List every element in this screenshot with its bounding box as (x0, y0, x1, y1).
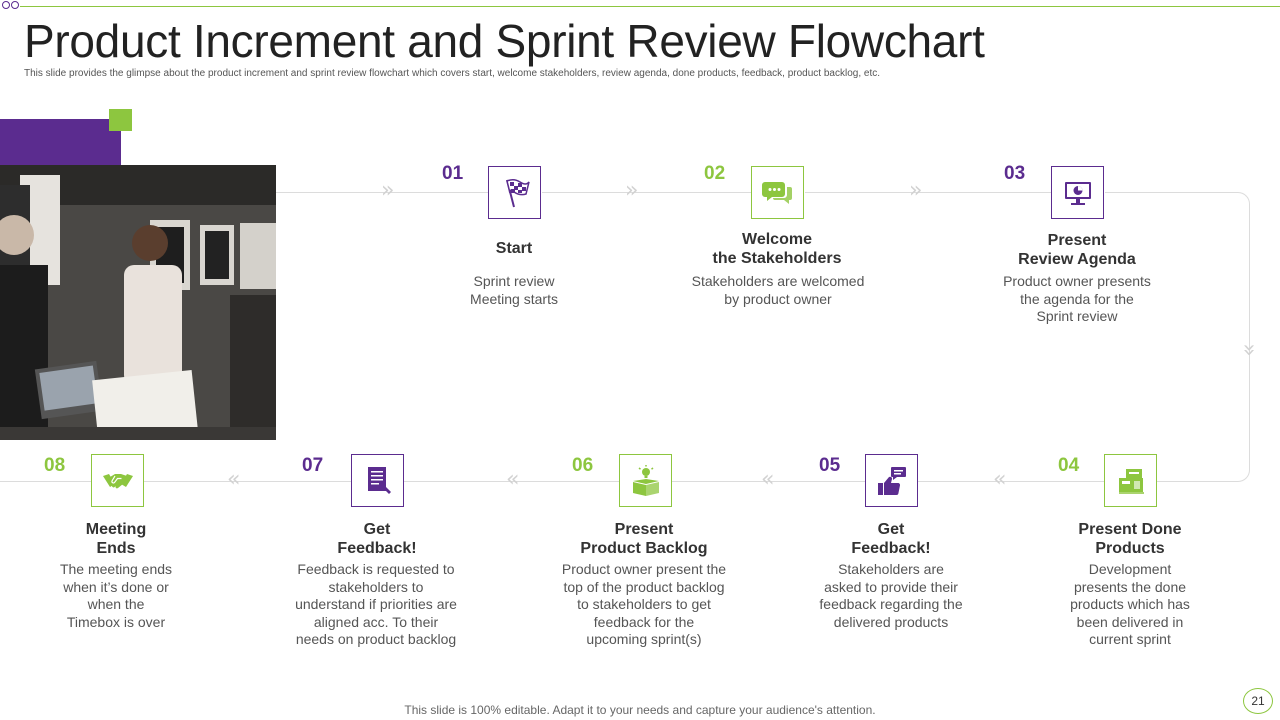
connector-line (918, 481, 1104, 482)
presentation-monitor-icon (1064, 181, 1091, 205)
chevron-left-icon: « (227, 467, 241, 492)
step-title: Present Done Products (1078, 521, 1182, 557)
purple-accent-block (0, 119, 121, 165)
step-icon-box (1051, 166, 1104, 219)
step-number: 03 (1004, 163, 1026, 184)
connector-line (671, 481, 865, 482)
page-number: 21 (1243, 688, 1273, 714)
slide-corner-dots (2, 1, 19, 9)
chevron-left-icon: « (506, 467, 520, 492)
chevron-down-icon: » (1236, 343, 1262, 357)
connector-line (276, 192, 488, 193)
thumbs-up-message-icon (877, 466, 906, 495)
step-icon-box (865, 454, 918, 507)
connector-line (805, 192, 1051, 193)
slide-title: Product Increment and Sprint Review Flow… (24, 15, 985, 67)
step-number: 02 (704, 163, 726, 184)
step-title: Present Review Agenda (1018, 232, 1136, 268)
step-description: Stakeholders are asked to provide their … (819, 561, 963, 630)
connector-line (0, 481, 91, 482)
step-description: Product owner presents the agenda for th… (1003, 273, 1151, 325)
step-number: 04 (1058, 455, 1080, 476)
step-icon-box (619, 454, 672, 507)
connector-line (404, 481, 619, 482)
connector-line (1157, 481, 1235, 482)
connector-line (144, 481, 351, 482)
step-icon-box (351, 454, 404, 507)
team-meeting-photo (0, 165, 276, 440)
checkered-flag-icon (505, 178, 530, 207)
step-number: 05 (819, 455, 841, 476)
step-icon-box (751, 166, 804, 219)
connector-line (542, 192, 751, 193)
step-description: Stakeholders are welcomed by product own… (691, 273, 865, 307)
product-boxes-icon (1118, 468, 1144, 494)
connector-line (1105, 192, 1235, 193)
chevron-left-icon: « (993, 467, 1007, 492)
step-number: 08 (44, 455, 66, 476)
step-icon-box (91, 454, 144, 507)
step-description: Sprint review Meeting starts (470, 273, 558, 307)
step-title: Start (495, 240, 533, 257)
slide-subtitle: This slide provides the glimpse about th… (24, 68, 880, 79)
footer-note: This slide is 100% editable. Adapt it to… (404, 703, 876, 717)
step-icon-box (1104, 454, 1157, 507)
step-title: Meeting Ends (85, 521, 147, 557)
handshake-icon (102, 473, 133, 488)
chevron-left-icon: « (761, 467, 775, 492)
connector-line (1249, 207, 1250, 467)
feedback-form-icon (367, 466, 391, 494)
step-number: 06 (572, 455, 594, 476)
step-description: Feedback is requested to stakeholders to… (295, 561, 457, 648)
connector-corner (1234, 466, 1250, 482)
chevron-right-icon: » (909, 178, 923, 203)
chevron-right-icon: » (625, 178, 639, 203)
chat-bubbles-icon (761, 181, 792, 204)
top-rule (20, 6, 1280, 7)
step-description: Product owner present the top of the pro… (561, 561, 727, 648)
connector-corner (1234, 192, 1250, 208)
step-description: Development presents the done products w… (1070, 561, 1190, 648)
idea-box-icon (632, 464, 659, 496)
green-accent-square (109, 109, 132, 131)
step-title: Welcome the Stakeholders (712, 231, 842, 267)
step-title: Get Feedback! (337, 521, 417, 557)
step-title: Get Feedback! (851, 521, 931, 557)
step-number: 01 (442, 163, 464, 184)
step-description: The meeting ends when it’s done or when … (59, 561, 173, 630)
chevron-right-icon: » (381, 178, 395, 203)
step-icon-box (488, 166, 541, 219)
step-number: 07 (302, 455, 324, 476)
step-title: Present Product Backlog (580, 521, 708, 557)
